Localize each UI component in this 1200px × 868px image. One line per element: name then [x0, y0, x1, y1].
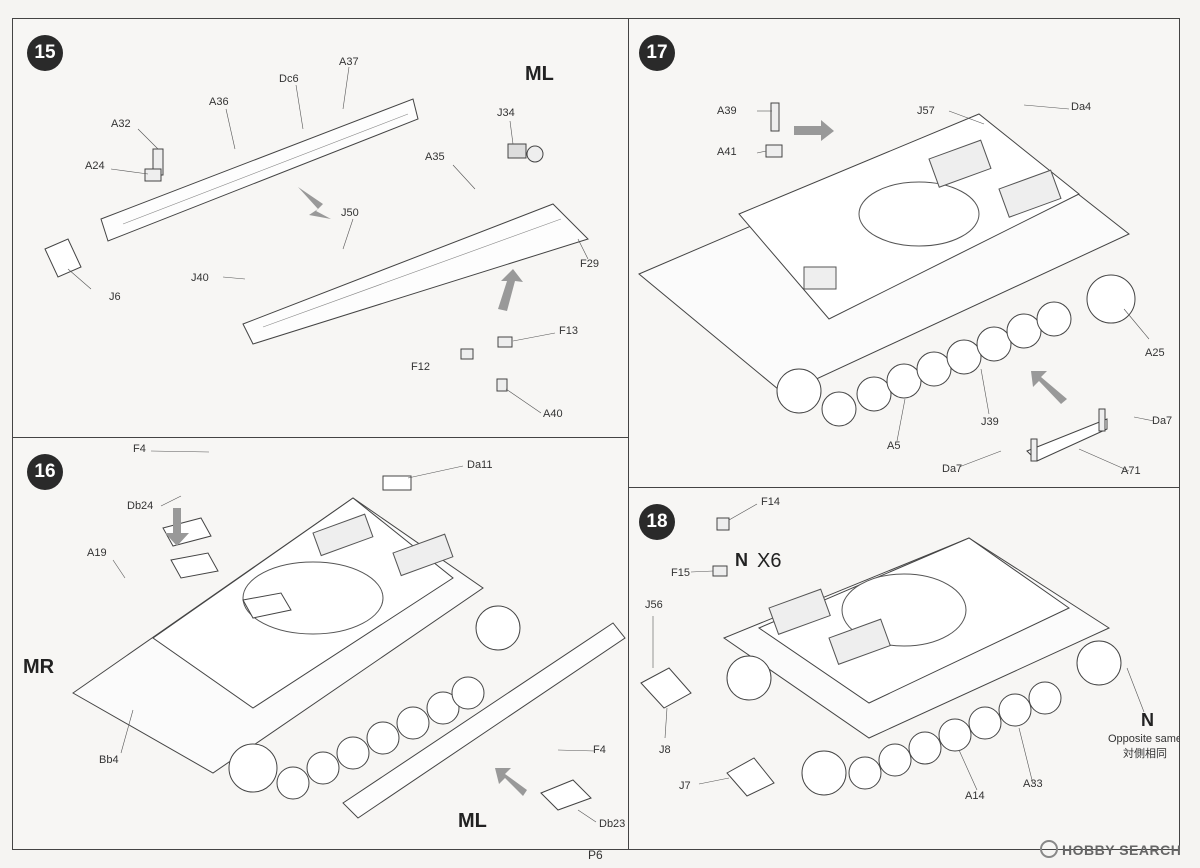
step-15-side-tag: ML	[525, 63, 554, 85]
step-18-opposite-zh: 対側相同	[1123, 748, 1167, 760]
step-17-drawing	[638, 102, 1155, 472]
label-da7-left: Da7	[942, 463, 963, 475]
label-j39: J39	[981, 416, 999, 428]
label-f15: F15	[671, 567, 690, 579]
label-a32: A32	[111, 118, 131, 130]
label-a39: A39	[717, 105, 737, 117]
label-a36: A36	[209, 96, 229, 108]
label-a25: A25	[1145, 347, 1165, 359]
hobby-search-logo-icon	[1040, 840, 1058, 858]
step-18-drawing	[640, 503, 1145, 797]
watermark-text: HOBBY SEARCH	[1062, 842, 1182, 858]
label-a33: A33	[1023, 778, 1043, 790]
label-a5: A5	[887, 440, 901, 452]
step-16-panel: 16 MR ML	[12, 437, 629, 850]
label-j40: J40	[191, 272, 209, 284]
step-18-opposite-en: Opposite same	[1108, 733, 1180, 745]
label-j57: J57	[917, 105, 935, 117]
label-f4-top: F4	[133, 443, 146, 455]
label-a24: A24	[85, 160, 105, 172]
label-f29: F29	[580, 258, 599, 270]
label-j34: J34	[497, 107, 515, 119]
step-15-badge: 15	[27, 35, 63, 71]
label-f13: F13	[559, 325, 578, 337]
step-18-quantity-part: N	[735, 550, 748, 570]
label-a35: A35	[425, 151, 445, 163]
label-j56: J56	[645, 599, 663, 611]
label-j7: J7	[679, 780, 691, 792]
page-number: P6	[588, 848, 603, 862]
label-j8: J8	[659, 744, 671, 756]
step-18-side-part: N	[1141, 710, 1154, 730]
label-dc6: Dc6	[279, 73, 299, 85]
step-17-panel: 17	[628, 18, 1180, 488]
label-bb4: Bb4	[99, 754, 119, 766]
label-a19: A19	[87, 547, 107, 559]
step-18-quantity-text: X6	[757, 550, 782, 572]
step-17-badge: 17	[639, 35, 675, 71]
step-16-drawing	[72, 450, 626, 823]
label-a14: A14	[965, 790, 985, 802]
label-da11: Da11	[467, 459, 493, 471]
label-f12: F12	[411, 361, 430, 373]
label-a41: A41	[717, 146, 737, 158]
step-15-drawing	[44, 66, 589, 414]
step-16-badge: 16	[27, 454, 63, 490]
step-16-side-tag-left: MR	[23, 656, 55, 678]
label-da7-right: Da7	[1152, 415, 1173, 427]
label-da4: Da4	[1071, 101, 1092, 113]
step-18-badge: 18	[639, 504, 675, 540]
label-a37: A37	[339, 56, 359, 68]
label-a71: A71	[1121, 465, 1141, 477]
label-db23: Db23	[599, 818, 626, 830]
label-a40: A40	[543, 408, 563, 420]
label-j50: J50	[341, 207, 359, 219]
step-16-side-tag-bottom: ML	[458, 810, 487, 832]
step-18-panel: 18 N X6 N Opposite same 対側相同	[628, 487, 1180, 850]
label-j6: J6	[109, 291, 121, 303]
step-15-panel: 15 ML	[12, 18, 629, 438]
label-f14: F14	[761, 496, 780, 508]
watermark: HOBBY SEARCH	[1040, 840, 1181, 858]
label-db24: Db24	[127, 500, 154, 512]
label-f4-bottom: F4	[593, 744, 606, 756]
